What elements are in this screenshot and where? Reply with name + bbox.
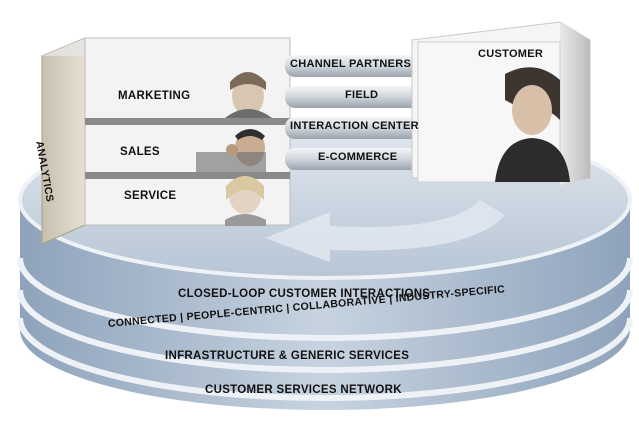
e-commerce-label: E-COMMERCE bbox=[318, 151, 398, 163]
service-label: SERVICE bbox=[124, 190, 177, 202]
customer-label: CUSTOMER bbox=[478, 48, 544, 60]
field-label: FIELD bbox=[345, 89, 379, 101]
customer-person-photo bbox=[495, 67, 570, 182]
marketing-label: MARKETING bbox=[118, 90, 191, 102]
sales-person-photo bbox=[196, 129, 266, 172]
marketing-person-photo bbox=[225, 72, 272, 118]
sales-label: SALES bbox=[120, 146, 160, 158]
channel-tube bbox=[285, 55, 435, 77]
channel-tube bbox=[285, 117, 435, 139]
interaction-center-label: INTERACTION CENTER bbox=[290, 120, 419, 132]
channel-tube bbox=[285, 148, 435, 170]
channel-tubes bbox=[285, 55, 435, 170]
layer-closed-loop: CLOSED-LOOP CUSTOMER INTERACTIONS bbox=[178, 288, 431, 300]
service-person-photo bbox=[225, 176, 266, 226]
channel-partners-label: CHANNEL PARTNERS bbox=[290, 58, 412, 70]
customer-box bbox=[411, 21, 591, 185]
loop-arrow-icon bbox=[265, 200, 505, 262]
layer-infrastructure: INFRASTRUCTURE & GENERIC SERVICES bbox=[165, 350, 410, 362]
channel-tube bbox=[285, 86, 435, 108]
layer-network: CUSTOMER SERVICES NETWORK bbox=[205, 384, 402, 396]
functions-box bbox=[41, 37, 291, 245]
